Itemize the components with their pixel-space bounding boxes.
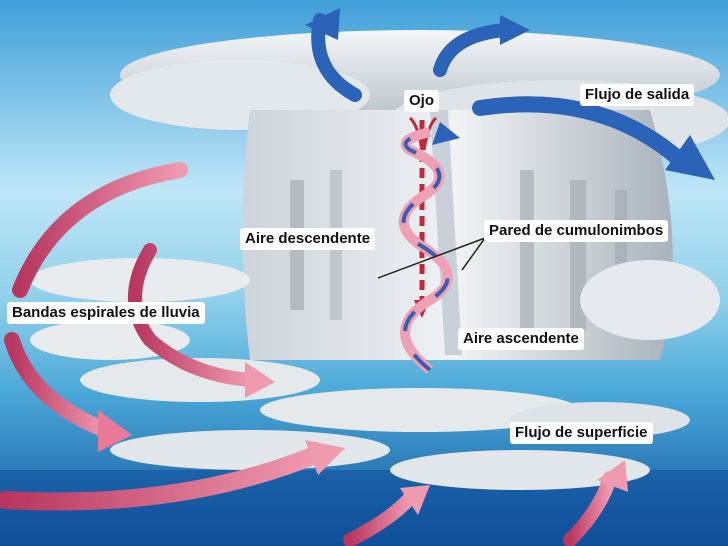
label-outflow: Flujo de salida bbox=[580, 84, 695, 106]
inflow-arrows bbox=[0, 162, 628, 546]
outflow-arrows bbox=[305, 8, 715, 180]
label-ascending-air: Aire ascendente bbox=[458, 328, 584, 350]
label-surface-flow: Flujo de superficie bbox=[510, 422, 653, 444]
label-rain-bands: Bandas espirales de lluvia bbox=[7, 302, 205, 324]
leader-lines bbox=[377, 237, 486, 279]
ascending-air-spiral bbox=[398, 122, 460, 374]
label-eye: Ojo bbox=[404, 90, 439, 112]
label-descending-air: Aire descendente bbox=[240, 228, 376, 250]
label-eyewall: Pared de cumulonimbos bbox=[484, 220, 669, 242]
